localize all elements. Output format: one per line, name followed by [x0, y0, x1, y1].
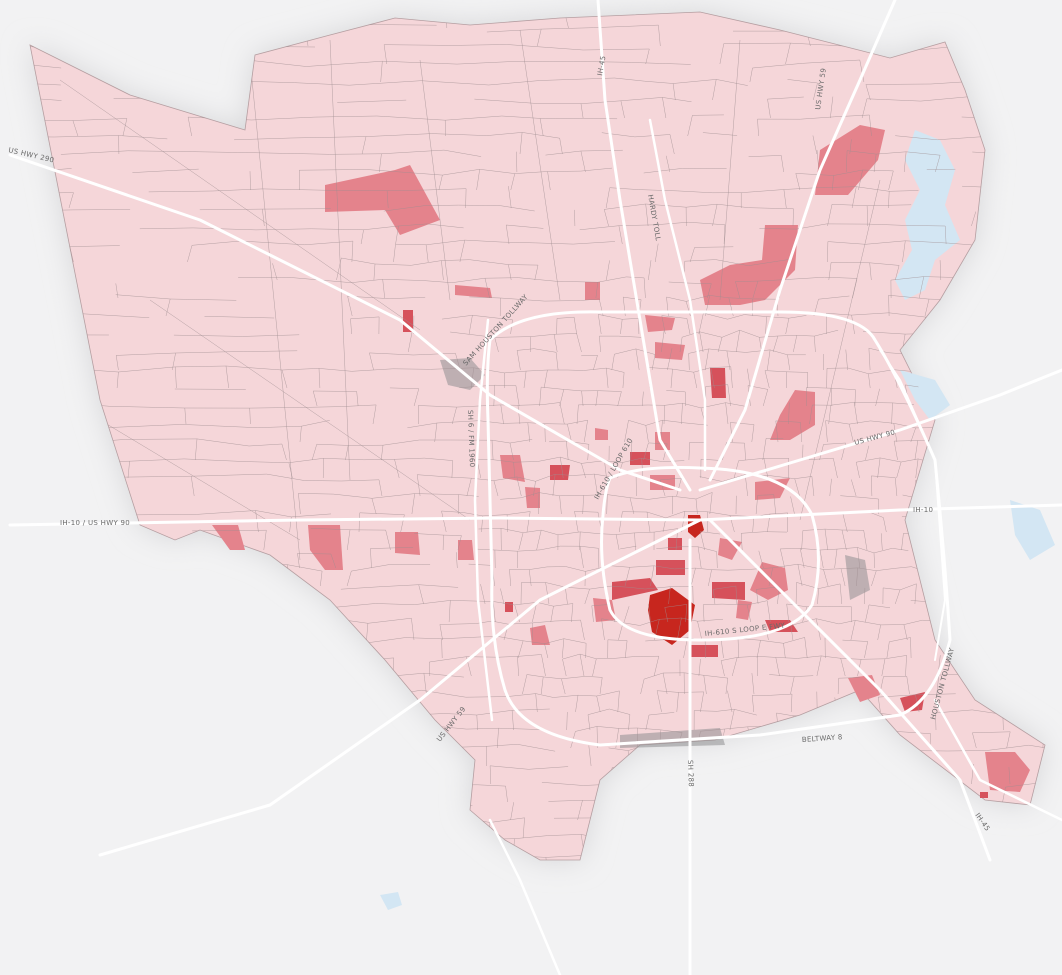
bay-inlet: [1010, 500, 1055, 560]
shaded-tracts: [212, 125, 1030, 798]
tract-lines: [30, 12, 1045, 860]
highway-ih10: [8, 503, 1062, 527]
label-beltway: BELTWAY 8: [802, 733, 843, 744]
label-ih10-west: IH-10 / US HWY 90: [60, 519, 130, 527]
highway-sh6: [473, 318, 494, 722]
label-ih45-north: IH-45: [596, 55, 607, 76]
highway-us90-east: [698, 368, 1062, 492]
bay-channel: [900, 370, 950, 420]
label-sh6: SH 6 / FM 1960: [466, 410, 476, 468]
water-bodies: [380, 130, 1055, 910]
pond-south: [380, 892, 402, 910]
highway-us59-southwest: [98, 518, 702, 857]
highway-houston-tollway: [879, 349, 946, 661]
sam-houston-beltway: [485, 310, 952, 747]
highway-ih45-north: [596, 0, 692, 492]
highway-sh146: [933, 698, 1062, 822]
highway-hardy-toll: [648, 118, 707, 472]
loop-610: [600, 465, 820, 642]
lake-houston: [895, 130, 960, 300]
highway-ih45-south: [708, 518, 992, 862]
label-ih10-east: IH-10: [913, 506, 933, 514]
highway-network: [8, 0, 1062, 975]
highway-south-spur: [488, 818, 562, 975]
highway-us290: [8, 153, 682, 492]
label-sh288: SH 288: [686, 760, 695, 787]
highway-us59-north: [708, 0, 897, 482]
